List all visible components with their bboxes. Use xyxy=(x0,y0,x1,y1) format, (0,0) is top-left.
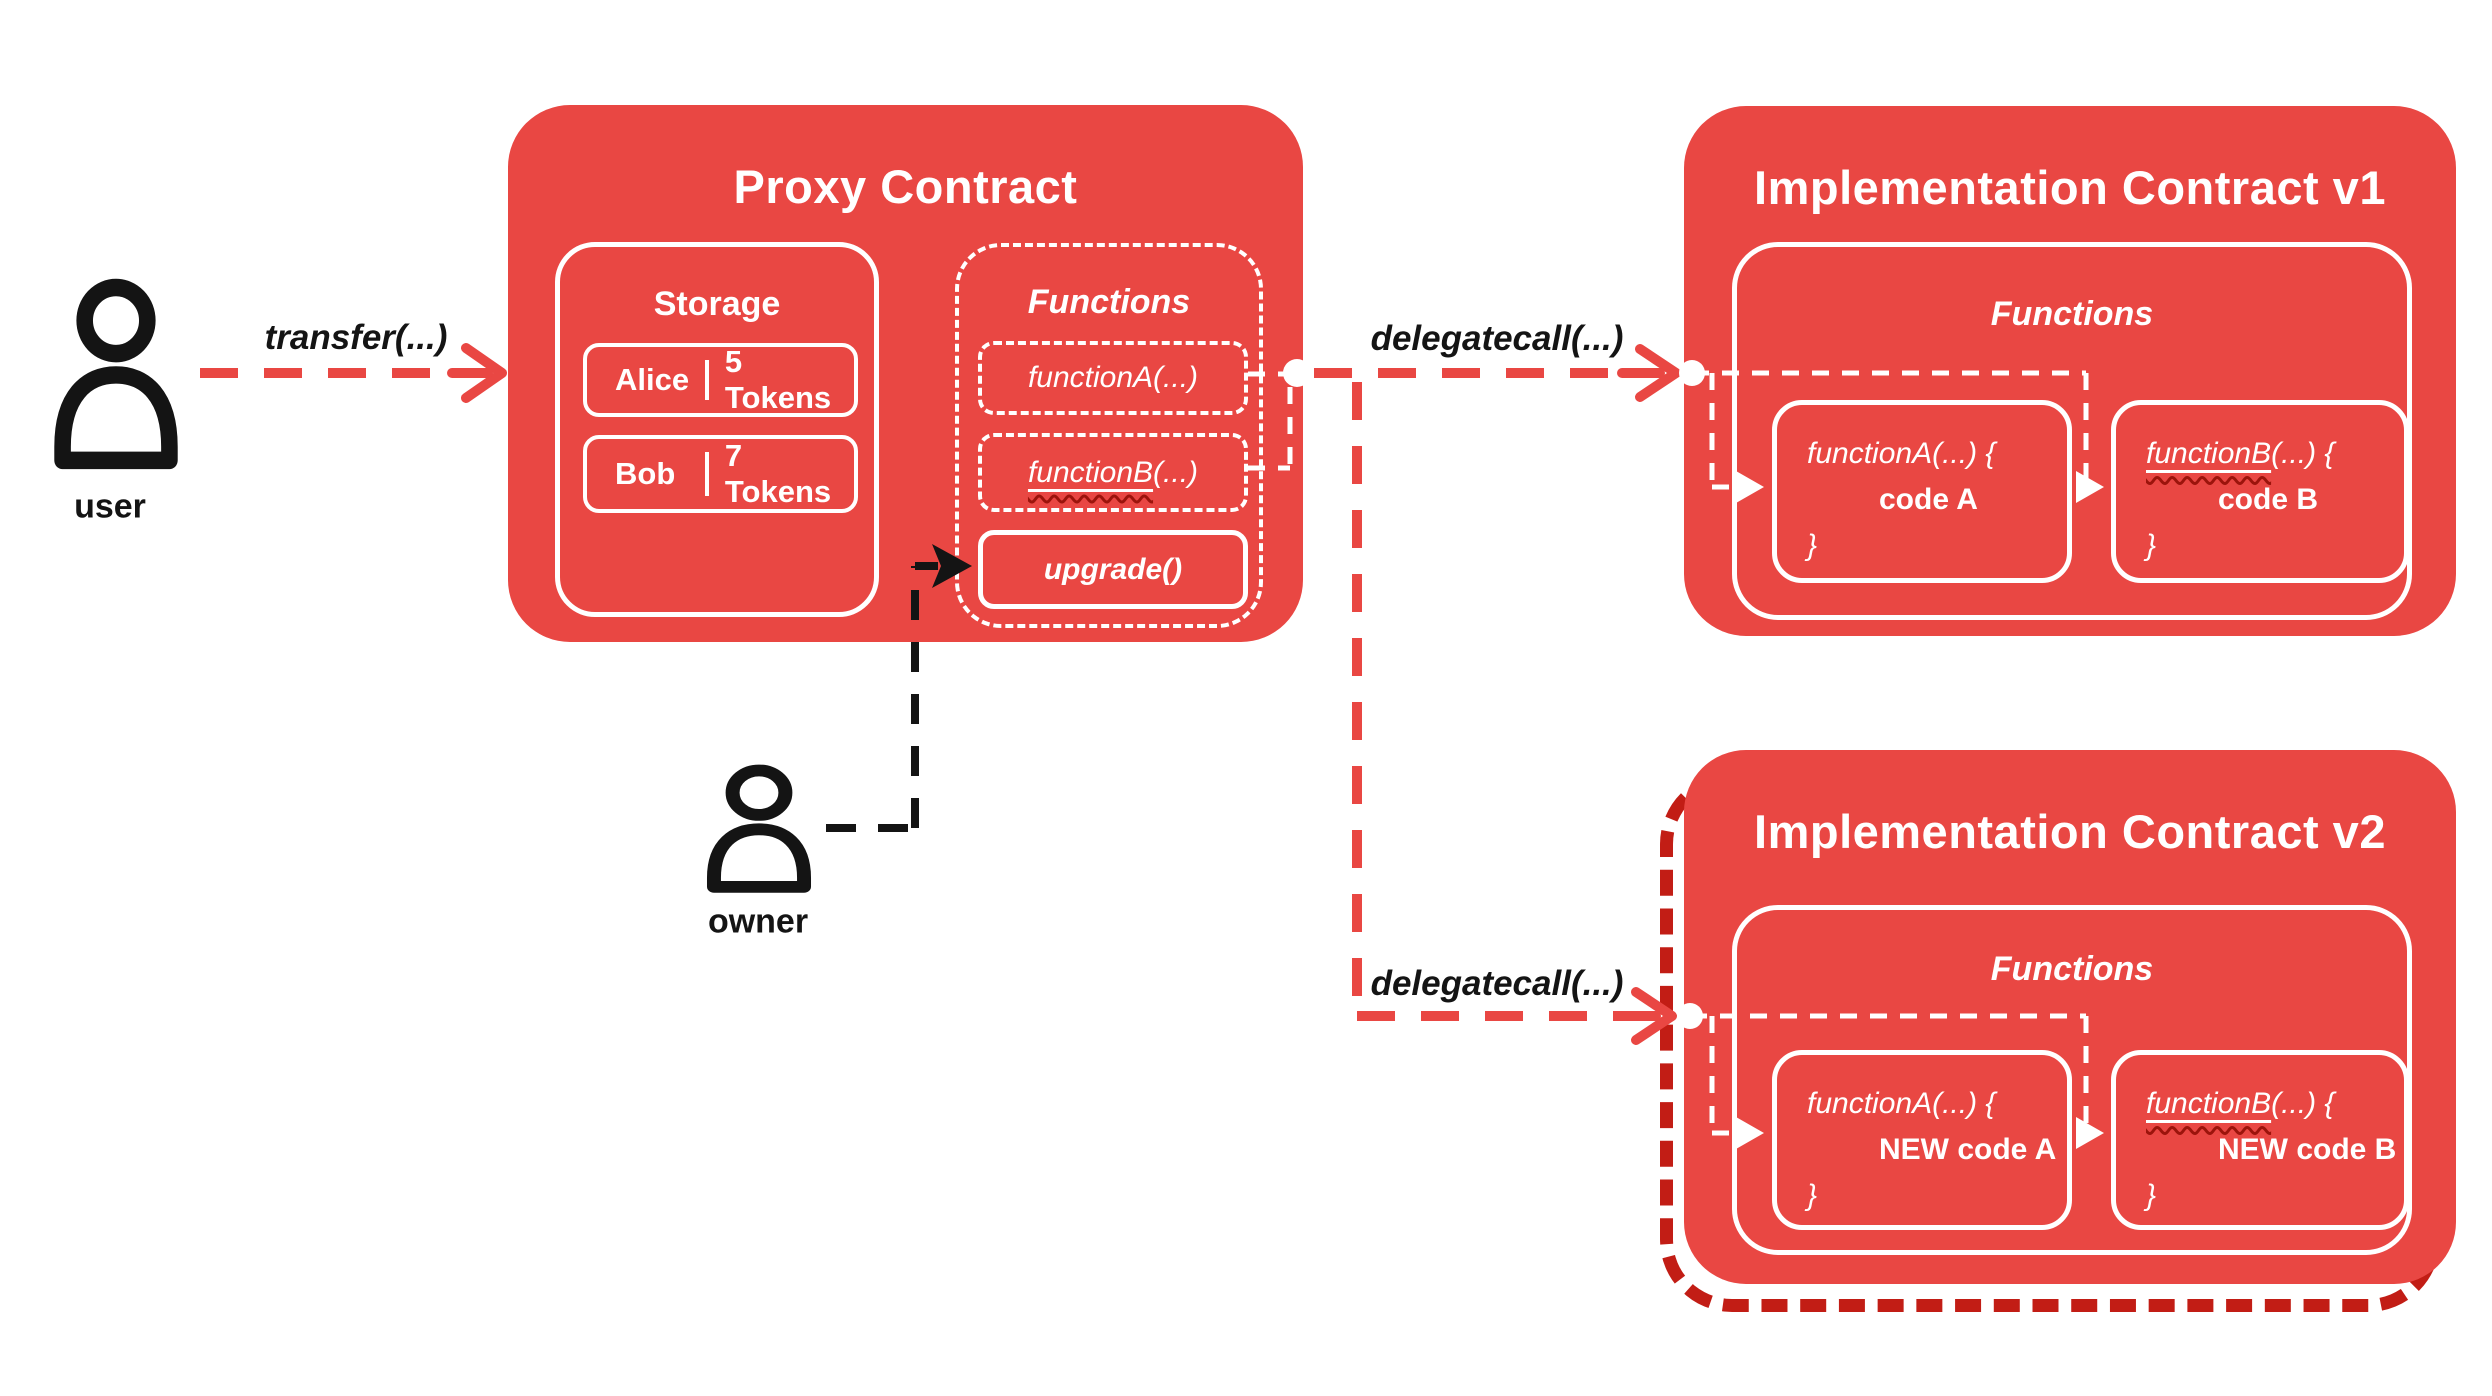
v2-functionB-args: (...) { xyxy=(2271,1087,2335,1120)
proxy-functions-title: Functions xyxy=(1027,283,1191,321)
implementation-v1-title: Implementation Contract v1 xyxy=(1754,161,2386,214)
v2-functionB-body: NEW code B xyxy=(2218,1133,2397,1166)
proxy-contract-title: Proxy Contract xyxy=(733,160,1078,213)
v2-functionA-box: functionA(...) { NEW code A } xyxy=(1772,1050,2072,1230)
storage-alice-tokens: 5 Tokens xyxy=(724,344,832,415)
storage-alice-name: Alice xyxy=(615,362,690,397)
proxy-functionB-args: (...) xyxy=(1153,455,1199,489)
v2-functionB-close: } xyxy=(2146,1179,2157,1212)
delegatecall-v2-arrow xyxy=(1352,382,1677,1045)
v2-functionA-signature: functionA(...) { xyxy=(1807,1087,1996,1120)
v2-functionB-box: functionB(...) { NEW code B } xyxy=(2111,1050,2409,1230)
v2-functionA-body: NEW code A xyxy=(1879,1133,2057,1166)
transfer-label: transfer(...) xyxy=(264,318,448,357)
storage-bob-name: Bob xyxy=(615,456,676,491)
v1-functionB-signature: functionB(...) { xyxy=(2146,431,2404,477)
proxy-functionA-row: functionA(...) xyxy=(978,341,1248,415)
v2-functionA-close: } xyxy=(1807,1179,1818,1212)
v1-functions-box: Functions functionA(...) { code A } func… xyxy=(1732,242,2412,620)
storage-row-divider xyxy=(704,359,709,401)
storage-row-divider xyxy=(704,452,709,496)
storage-row-bob: Bob 7 Tokens xyxy=(583,435,858,513)
v2-functionB-signature: functionB(...) { xyxy=(2146,1081,2404,1127)
v2-functionB-name: functionB xyxy=(2146,1087,2272,1120)
v1-functionB-name: functionB xyxy=(2146,437,2272,470)
v1-functionA-signature: functionA(...) { xyxy=(1807,437,1996,470)
owner-icon xyxy=(700,760,818,896)
proxy-functionB-name: functionB xyxy=(1027,455,1154,489)
proxy-contract-box: Proxy Contract Storage Alice 5 Tokens Bo… xyxy=(508,105,1303,642)
user-icon xyxy=(46,272,186,474)
delegatecall-v2-label: delegatecall(...) xyxy=(1370,964,1624,1003)
implementation-v2-title: Implementation Contract v2 xyxy=(1754,805,2386,858)
owner-label: owner xyxy=(707,902,809,941)
proxy-upgrade-label: upgrade() xyxy=(1043,552,1183,586)
v2-functions-box: Functions functionA(...) { NEW code A } … xyxy=(1732,905,2412,1255)
proxy-upgrade-row: upgrade() xyxy=(978,530,1248,609)
storage-bob-tokens: 7 Tokens xyxy=(724,438,832,509)
v2-functions-title: Functions xyxy=(1990,950,2154,988)
storage-title: Storage xyxy=(653,285,781,323)
storage-box: Storage Alice 5 Tokens Bob 7 Tokens xyxy=(555,242,879,617)
v1-functionA-box: functionA(...) { code A } xyxy=(1772,400,2072,583)
v1-functions-title: Functions xyxy=(1990,295,2154,333)
implementation-v1-box: Implementation Contract v1 Functions fun… xyxy=(1684,106,2456,636)
implementation-v2-box: Implementation Contract v2 Functions fun… xyxy=(1684,750,2456,1284)
v1-functionB-body: code B xyxy=(2218,483,2319,516)
storage-row-alice: Alice 5 Tokens xyxy=(583,343,858,417)
v1-functionA-body: code A xyxy=(1879,483,1978,516)
proxy-functionB-label: functionB(...) xyxy=(1028,456,1198,490)
v1-functionB-box: functionB(...) { code B } xyxy=(2111,400,2409,583)
v1-functionB-close: } xyxy=(2146,529,2157,562)
proxy-functions-box: Functions functionA(...) functionB(...) … xyxy=(955,243,1263,628)
v1-functionB-args: (...) { xyxy=(2271,437,2335,470)
v1-functionA-close: } xyxy=(1807,529,1818,562)
user-label: user xyxy=(74,487,146,526)
proxy-functionB-row: functionB(...) xyxy=(978,433,1248,512)
delegatecall-v1-label: delegatecall(...) xyxy=(1370,319,1624,358)
proxy-functionA-label: functionA(...) xyxy=(1027,361,1199,394)
